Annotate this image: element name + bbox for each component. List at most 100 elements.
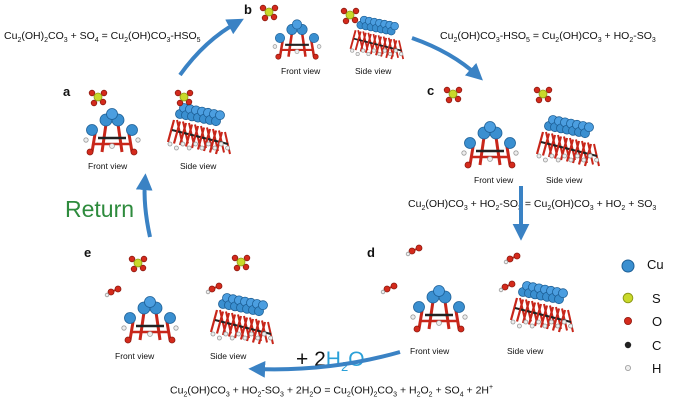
cu-atom bbox=[274, 32, 286, 44]
o-atom bbox=[535, 96, 543, 104]
adsorbate-species bbox=[88, 4, 553, 298]
bond bbox=[541, 133, 551, 156]
caption-d-side: Side view bbox=[507, 346, 544, 356]
h-atom bbox=[242, 335, 248, 341]
bond bbox=[380, 37, 388, 57]
o-atom bbox=[100, 89, 108, 97]
h-atom bbox=[361, 48, 366, 53]
o-atom bbox=[168, 336, 176, 344]
bond bbox=[172, 121, 182, 144]
s-atom bbox=[448, 89, 458, 99]
h-atom bbox=[355, 51, 360, 57]
h-atom bbox=[581, 157, 587, 163]
cluster-d-front bbox=[410, 285, 468, 333]
o-atom bbox=[243, 254, 251, 262]
h-atom bbox=[562, 153, 568, 159]
h-atom bbox=[371, 48, 377, 53]
o-atom bbox=[445, 96, 453, 104]
bond bbox=[359, 32, 367, 52]
h-atom bbox=[536, 153, 542, 159]
h-atom bbox=[574, 153, 580, 159]
h-atom bbox=[555, 323, 561, 329]
h-atom bbox=[587, 153, 593, 159]
o-atom bbox=[443, 86, 451, 94]
h-atom bbox=[561, 319, 567, 325]
h-atom bbox=[377, 51, 382, 57]
h-atom bbox=[380, 289, 386, 295]
bond bbox=[565, 139, 575, 162]
panel-letter-c: c bbox=[427, 83, 435, 98]
h-atom bbox=[510, 319, 516, 325]
bond bbox=[233, 315, 243, 339]
water-sub: 2 bbox=[340, 359, 349, 375]
cu-atom bbox=[164, 312, 176, 324]
bond bbox=[539, 305, 549, 328]
cluster-c-side bbox=[535, 115, 600, 167]
o-atom bbox=[415, 244, 423, 252]
h-atom bbox=[542, 323, 548, 329]
bond bbox=[208, 130, 218, 153]
h-atom bbox=[513, 150, 519, 156]
s-atom bbox=[538, 89, 548, 99]
h-atom bbox=[210, 331, 216, 337]
h-atom bbox=[229, 335, 235, 341]
h-atom bbox=[199, 145, 205, 151]
cu-atom bbox=[124, 312, 136, 324]
h-atom bbox=[216, 335, 222, 341]
legend-dot-c bbox=[624, 341, 632, 349]
bond bbox=[369, 35, 377, 55]
bond bbox=[557, 309, 567, 333]
water-prefix: + 2 bbox=[296, 348, 326, 371]
caption-c-side: Side view bbox=[546, 175, 583, 185]
o-atom bbox=[513, 252, 521, 260]
h-atom bbox=[294, 49, 300, 54]
h-atom bbox=[205, 141, 211, 147]
h-atom bbox=[109, 143, 115, 149]
o-atom bbox=[261, 14, 269, 22]
bond bbox=[251, 320, 261, 343]
bond bbox=[509, 297, 519, 321]
h-atom bbox=[366, 51, 371, 57]
bond bbox=[553, 136, 563, 159]
water-o: O bbox=[348, 348, 365, 371]
bond bbox=[375, 36, 383, 56]
h-atom bbox=[382, 48, 387, 53]
o-atom bbox=[544, 95, 552, 103]
legend-dot-cu bbox=[621, 259, 635, 273]
h-atom bbox=[83, 137, 89, 143]
h-atom bbox=[186, 145, 192, 151]
legend-label-h: H bbox=[652, 361, 662, 376]
h-atom bbox=[529, 323, 535, 329]
h-atom bbox=[487, 156, 493, 162]
o-atom bbox=[114, 285, 122, 293]
arrow-d-to-e bbox=[248, 350, 401, 378]
bond bbox=[515, 299, 525, 322]
h-atom bbox=[225, 145, 231, 151]
o-atom bbox=[90, 99, 98, 107]
cu-atom bbox=[291, 19, 303, 30]
h-atom bbox=[542, 157, 548, 163]
o-atom bbox=[455, 86, 463, 94]
bond bbox=[547, 134, 557, 158]
arrow-a-to-b bbox=[178, 18, 244, 77]
bond bbox=[166, 119, 176, 143]
caption-a-front: Front view bbox=[88, 161, 128, 171]
bond bbox=[184, 124, 194, 147]
arrow-b-to-c bbox=[411, 36, 483, 81]
h-atom bbox=[523, 319, 529, 325]
cu-atom bbox=[86, 124, 98, 136]
cu-atom bbox=[558, 288, 568, 299]
equation-dissociation: Cu2(OH)CO3-HSO5 = Cu2(OH)CO3 + HO2-SO3 bbox=[440, 30, 656, 45]
o-atom bbox=[508, 280, 516, 288]
cu-atom bbox=[258, 300, 268, 311]
o-atom bbox=[340, 7, 348, 15]
o-atom bbox=[508, 161, 516, 169]
h-atom bbox=[555, 157, 561, 163]
cluster-e-side bbox=[209, 293, 274, 345]
h-atom bbox=[121, 325, 127, 331]
h-atom bbox=[462, 314, 468, 320]
bond bbox=[190, 125, 200, 149]
legend-label-s: S bbox=[652, 291, 661, 306]
caption-c-front: Front view bbox=[474, 175, 514, 185]
